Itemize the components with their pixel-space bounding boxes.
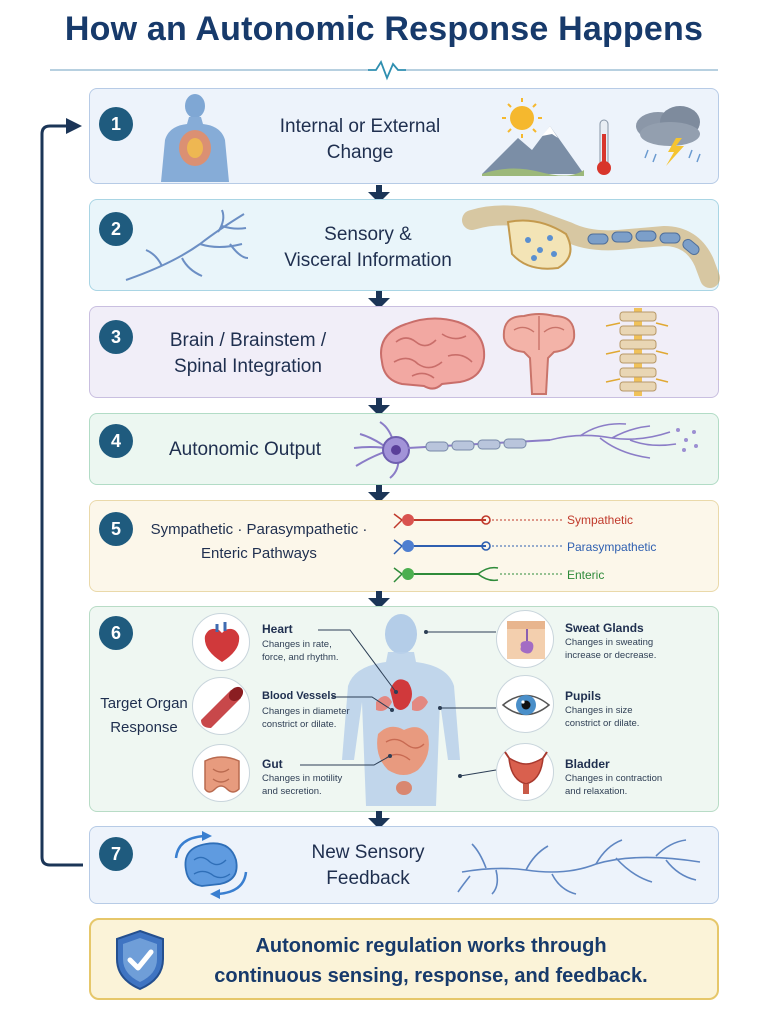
bladder-circle [496,743,554,801]
organ-title-bladder: Bladder [565,757,610,771]
sensory-neuron-icon [125,209,249,281]
organ-desc-gut-1: Changes in motility [262,773,343,784]
pathway-label-parasympathetic: Parasympathetic [567,540,657,554]
feedback-loop-arrow [40,118,83,867]
step-2-badge: 2 [99,212,133,246]
step-7-badge: 7 [99,837,133,871]
sweat-gland-circle [496,610,554,668]
step-3-label-line1: Brain / Brainstem / [169,330,327,351]
pathway-lines [393,513,564,583]
brain-icon [380,317,486,390]
flow-arrow-2 [368,291,390,309]
step-6-label-line1: Target Organ [100,695,188,712]
blood-vessel-icon [201,686,244,728]
organ-desc-heart-2: force, and rhythm. [262,651,339,663]
organ-desc-pupils-2: constrict or dilate. [565,717,640,729]
summary-line1: Autonomic regulation works through [255,935,607,957]
step-1-label-line1: Internal or External [279,116,441,137]
step-4-label: Autonomic Output [168,439,322,460]
heart-circle [192,613,250,671]
organ-title-pupils: Pupils [565,689,602,703]
organ-title-blood-vessels: Blood Vessels [262,690,337,702]
flow-arrow-3 [368,398,390,416]
sensory-network-icon [457,839,701,895]
step-5-label-line1: Sympathetic · Parasympathetic · [150,521,368,538]
heartbeat-divider [50,59,718,81]
step-5-badge: 5 [99,512,133,546]
brain-feedback-icon [174,831,248,899]
brainstem-icon [502,313,576,395]
organ-desc-sweat-glands-1: Changes in sweating [565,637,654,648]
organ-desc-pupils-1: Changes in size [565,705,633,716]
organ-title-heart: Heart [262,622,293,636]
organ-title-gut: Gut [262,757,283,771]
step-1-label-line2: Change [326,142,394,163]
nerve-fiber-icon [462,205,720,288]
organ-title-sweat-glands: Sweat Glands [565,621,644,635]
pupil-circle [496,675,554,733]
environment-icon [482,98,701,176]
step-2-label-line1: Sensory & [324,224,412,245]
flow-arrow-5 [368,591,390,609]
eye-icon [501,694,551,716]
flow-arrow-1 [368,185,390,203]
step-2-label-line2: Visceral Information [284,250,452,271]
step-7-label-line2: Feedback [326,868,410,889]
heart-icon [204,622,240,662]
human-torso-icon [161,94,229,182]
motor-neuron-icon [353,421,698,479]
human-body-icon [342,614,460,806]
step-3-badge: 3 [99,320,133,354]
flow-arrow-4 [368,485,390,503]
pathway-label-enteric: Enteric [567,568,605,582]
step-3-label-line2: Spinal Integration [174,356,322,377]
sweat-gland-icon [507,621,545,659]
organ-desc-sweat-glands-2: increase or decrease. [565,649,657,661]
step-7-label-line1: New Sensory [311,842,425,863]
organ-desc-gut-2: and secretion. [262,785,322,797]
summary-panel [89,918,719,1000]
step-6-badge: 6 [99,616,133,650]
blood-vessel-circle [192,677,250,735]
organ-desc-bladder-2: and relaxation. [565,785,628,797]
step-1-badge: 1 [99,107,133,141]
organ-desc-blood-vessels-2: constrict or dilate. [262,718,337,730]
pathway-label-sympathetic: Sympathetic [567,513,634,527]
gut-icon [204,756,240,793]
page-title: How an Autonomic Response Happens [64,10,704,48]
gut-circle [192,744,250,802]
flow-arrow-6 [368,811,390,829]
step-6-label-line2: Response [110,719,178,736]
bladder-icon [504,751,548,794]
organ-desc-blood-vessels-1: Changes in diameter [262,706,350,717]
step-4-badge: 4 [99,424,133,458]
organ-desc-heart-1: Changes in rate, [262,639,332,650]
summary-line2: continuous sensing, response, and feedba… [214,965,648,987]
spinal-cord-icon [605,308,669,396]
shield-check-icon [116,929,164,991]
organ-desc-bladder-1: Changes in contraction [565,773,663,784]
step-5-label-line2: Enteric Pathways [201,545,317,562]
